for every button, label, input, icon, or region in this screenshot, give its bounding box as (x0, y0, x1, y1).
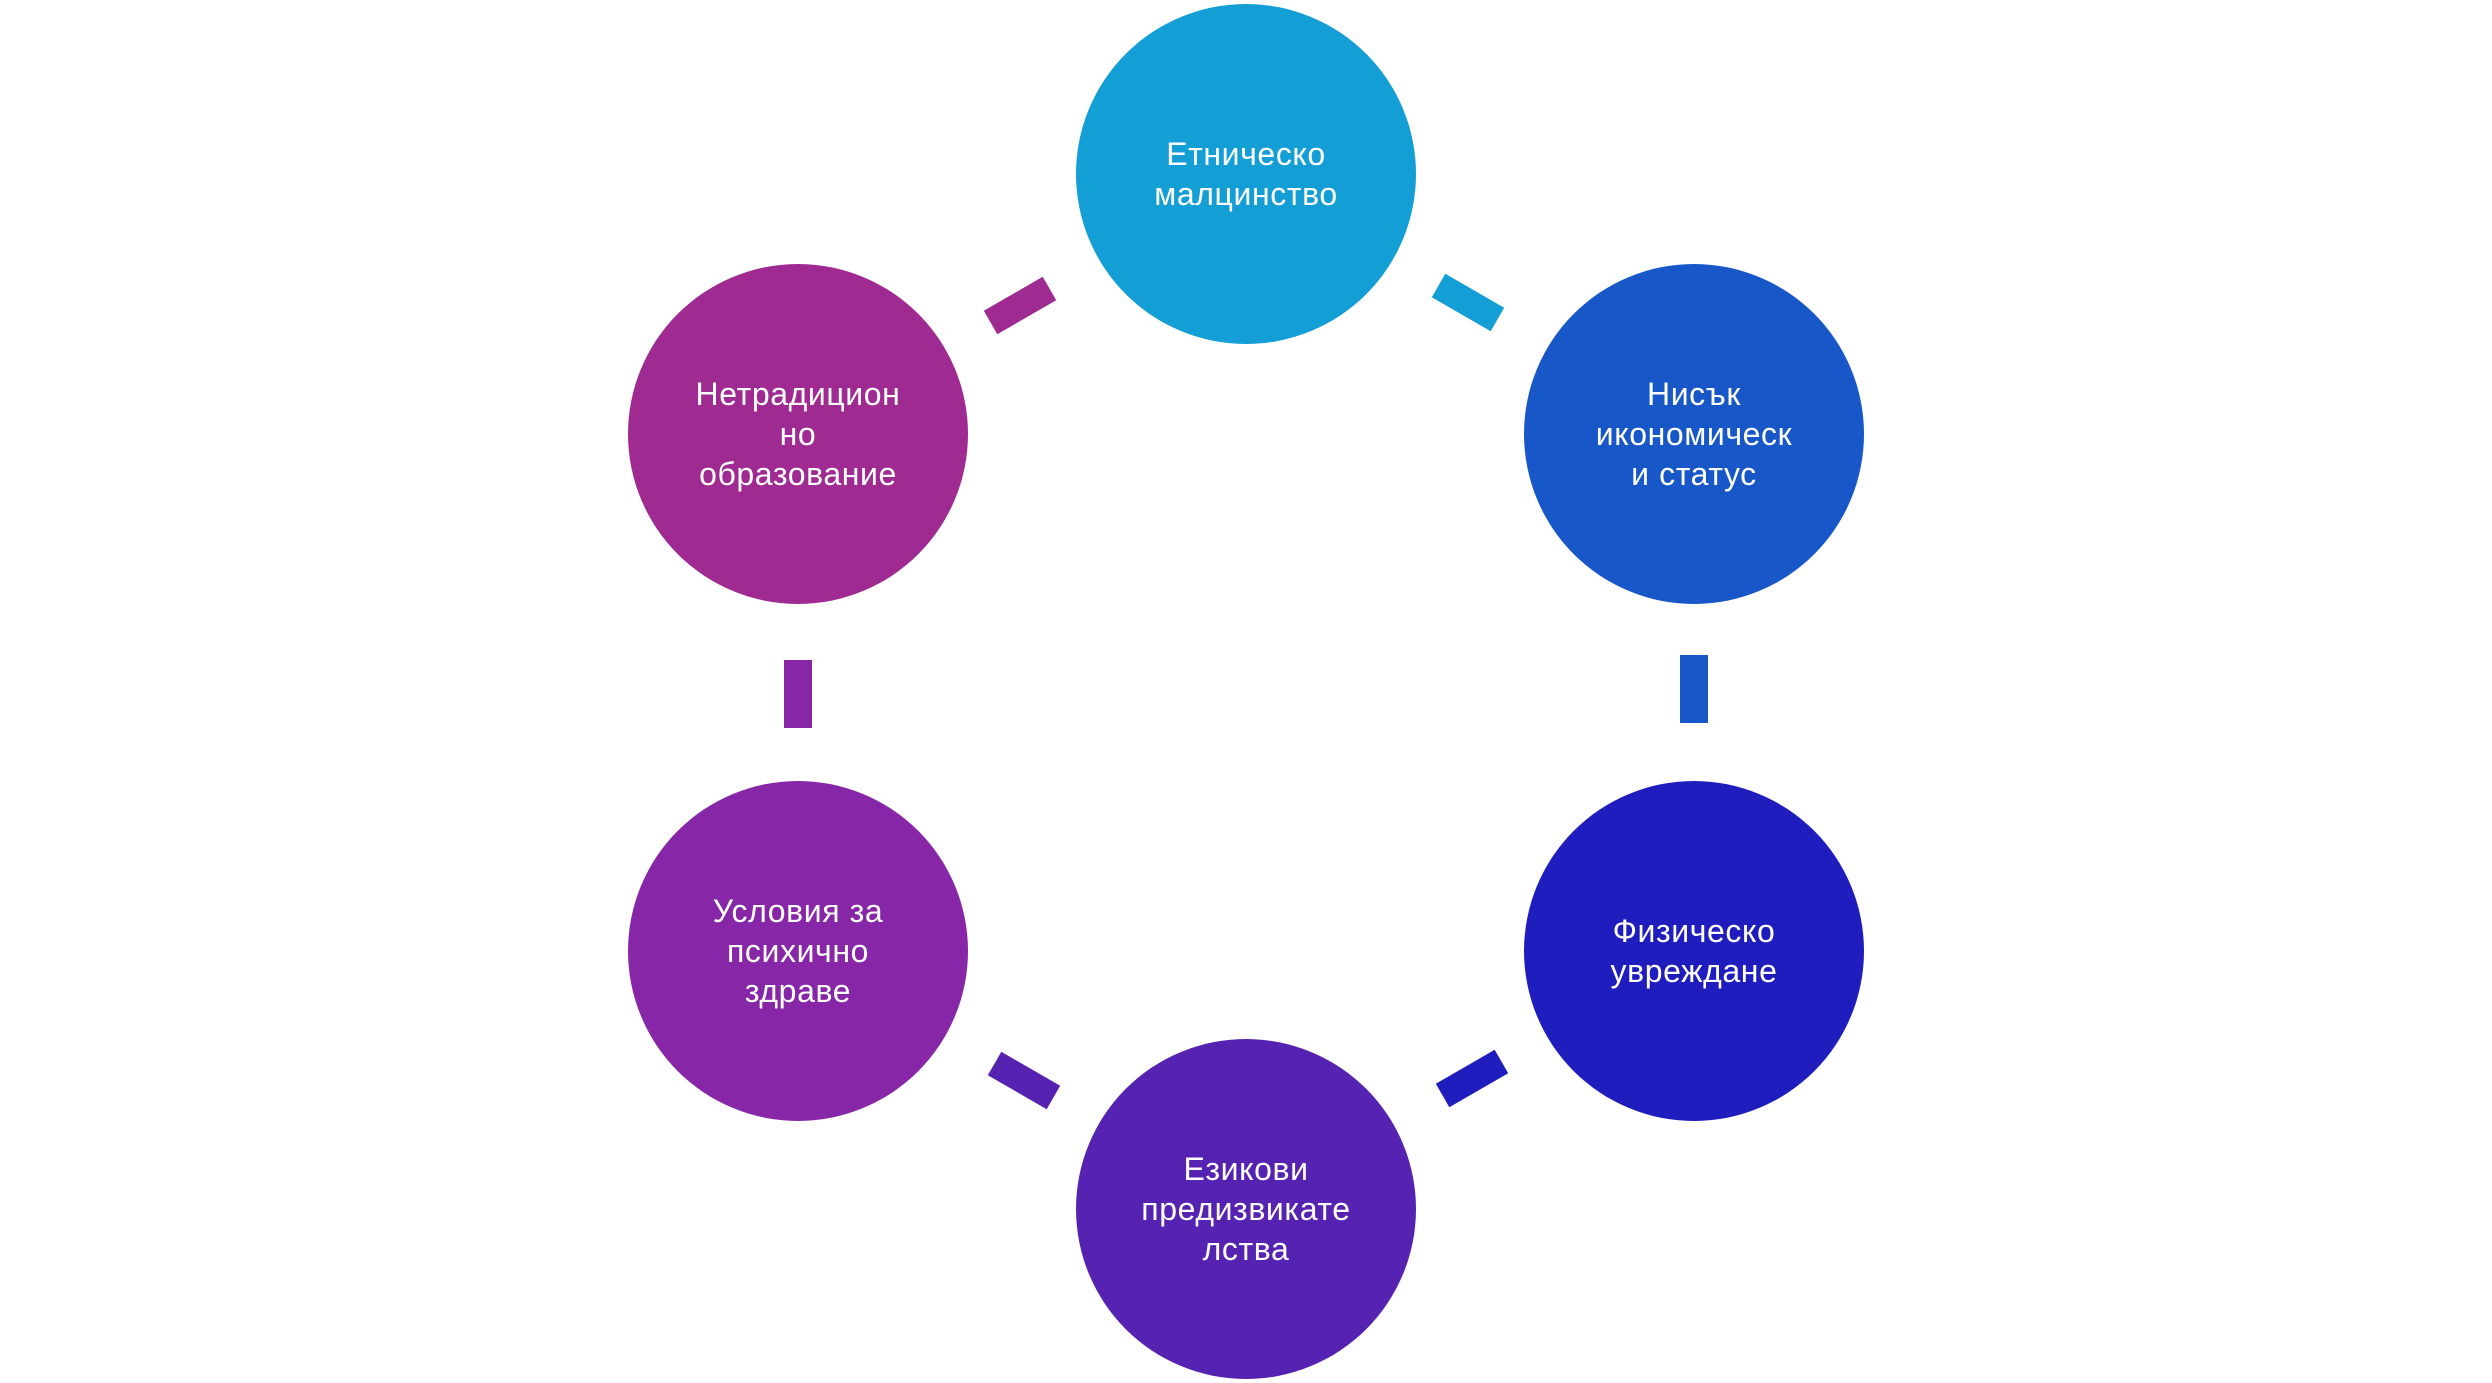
node-physical-disability: Физическо увреждане (1524, 781, 1864, 1121)
connector-3-4 (987, 1051, 1061, 1110)
node-label: Условия за психично здраве (712, 893, 884, 1009)
node-label: Физическо увреждане (1610, 913, 1778, 989)
node-label: Нисък икономическ и статус (1595, 376, 1793, 492)
connector-1-2 (1680, 655, 1708, 723)
node-low-economic-status: Нисък икономическ и статус (1524, 264, 1864, 604)
connector-2-3 (1435, 1049, 1509, 1108)
connector-5-0 (983, 276, 1057, 335)
node-label: Нетрадицион но образование (695, 376, 901, 492)
node-label: Етническо малцинство (1154, 136, 1338, 212)
node-non-traditional-education: Нетрадицион но образование (628, 264, 968, 604)
node-label: Езикови предизвикате лства (1141, 1151, 1351, 1267)
node-ethnic-minority: Етническо малцинство (1076, 4, 1416, 344)
node-language-challenges: Езикови предизвикате лства (1076, 1039, 1416, 1379)
connector-0-1 (1431, 273, 1505, 332)
connector-4-5 (784, 660, 812, 728)
node-mental-health-conditions: Условия за психично здраве (628, 781, 968, 1121)
